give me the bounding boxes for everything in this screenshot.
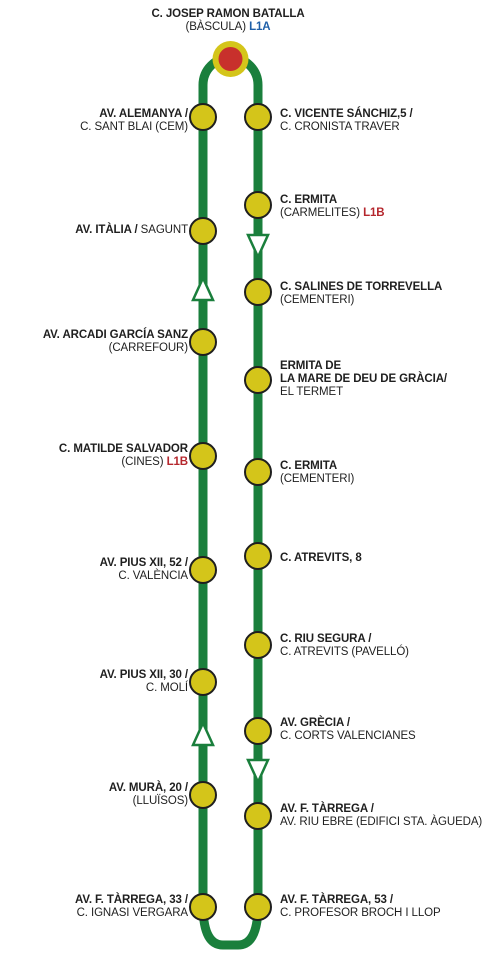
route-line <box>198 53 263 950</box>
left-stop-2-marker <box>189 217 217 245</box>
right-stop-label-7: C. RIU SEGURA / C. ATREVITS (PAVELLÓ) <box>280 633 409 659</box>
left-stop-4-name: C. MATILDE SALVADOR <box>58 443 188 455</box>
left-stop-8-name: AV. F. TÀRREGA, 33 / <box>74 894 188 906</box>
direction-arrow-down-icon <box>246 233 270 261</box>
right-stop-label-1: C. VICENTE SÁNCHIZ,5 / C. CRONISTA TRAVE… <box>280 108 413 134</box>
left-stop-8-sub: C. IGNASI VERGARA <box>76 907 189 919</box>
right-stop-7-marker <box>244 631 272 659</box>
right-stop-1-sub: C. CRONISTA TRAVER <box>280 121 400 133</box>
left-stop-label-5: AV. PIUS XII, 52 / C. VALÈNCIA <box>100 557 188 583</box>
direction-arrow-down-icon <box>246 758 270 786</box>
right-stop-5-marker <box>244 458 272 486</box>
right-stop-3-marker <box>244 278 272 306</box>
left-stop-5-marker <box>189 556 217 584</box>
right-stop-3-sub: (CEMENTERI) <box>280 294 355 306</box>
left-stop-5-name: AV. PIUS XII, 52 / <box>99 557 188 569</box>
terminal-name: C. JOSEP RAMON BATALLA <box>151 8 305 20</box>
left-stop-label-1: AV. ALEMANYA / C. SANT BLAI (CEM) <box>80 108 188 134</box>
right-stop-2-sub: (CARMELITES) <box>280 207 360 219</box>
right-stop-1-name: C. VICENTE SÁNCHIZ,5 / <box>280 108 413 120</box>
terminal-line-badge: L1A <box>249 21 271 33</box>
right-stop-10-name: AV. F. TÀRREGA, 53 / <box>280 894 394 906</box>
direction-arrow-up-icon <box>191 719 215 747</box>
left-stop-6-sub: C. MOLÍ <box>145 682 188 694</box>
left-stop-4-sub: (CINES) <box>121 456 164 468</box>
left-stop-2-name: AV. ITÀLIA / <box>75 224 138 236</box>
left-stop-5-sub: C. VALÈNCIA <box>118 570 188 582</box>
right-stop-8-name: AV. GRÈCIA / <box>280 717 350 729</box>
right-stop-2-line-badge: L1B <box>363 207 385 219</box>
right-stop-4-name: ERMITA DE <box>280 360 342 372</box>
left-stop-4-marker <box>189 442 217 470</box>
right-stop-6-name: C. ATREVITS, 8 <box>280 552 362 564</box>
right-stop-label-6: C. ATREVITS, 8 <box>280 552 362 565</box>
left-stop-7-name: AV. MURÀ, 20 / <box>108 782 188 794</box>
right-stop-6-marker <box>244 542 272 570</box>
left-stop-3-name: AV. ARCADI GARCÍA SANZ <box>42 329 188 341</box>
right-stop-label-10: AV. F. TÀRREGA, 53 / C. PROFESOR BROCH I… <box>280 894 441 920</box>
left-stop-label-4: C. MATILDE SALVADOR (CINES) L1B <box>59 443 188 469</box>
right-stop-label-8: AV. GRÈCIA / C. CORTS VALENCIANES <box>280 717 416 743</box>
terminal-marker <box>218 47 243 71</box>
right-stop-label-9: AV. F. TÀRREGA / AV. RIU EBRE (EDIFICI S… <box>280 803 482 829</box>
left-stop-8-marker <box>189 893 217 921</box>
left-stop-label-2: AV. ITÀLIA / SAGUNT <box>75 224 188 237</box>
left-stop-7-marker <box>189 781 217 809</box>
left-stop-2-sub: SAGUNT <box>140 224 188 236</box>
right-stop-5-name: C. ERMITA <box>280 460 338 472</box>
right-stop-label-3: C. SALINES DE TORREVELLA (CEMENTERI) <box>280 281 442 307</box>
right-stop-9-sub: AV. RIU EBRE (EDIFICI STA. ÀGUEDA) <box>280 816 483 828</box>
right-stop-4-name-2: LA MARE DE DEU DE GRÀCIA/ <box>280 373 448 385</box>
right-stop-10-sub: C. PROFESOR BROCH I LLOP <box>280 907 441 919</box>
left-stop-label-6: AV. PIUS XII, 30 / C. MOLÍ <box>100 669 188 695</box>
right-stop-4-sub: EL TERMET <box>280 386 344 398</box>
terminal-label: C. JOSEP RAMON BATALLA (BÀSCULA) L1A <box>128 8 328 34</box>
left-stop-label-7: AV. MURÀ, 20 / (LLUÏSOS) <box>109 782 188 808</box>
left-stop-6-marker <box>189 668 217 696</box>
right-stop-2-name: C. ERMITA <box>280 194 338 206</box>
right-stop-7-sub: C. ATREVITS (PAVELLÓ) <box>280 646 409 658</box>
right-stop-4-marker <box>244 366 272 394</box>
right-stop-label-4: ERMITA DE LA MARE DE DEU DE GRÀCIA/ EL T… <box>280 360 447 399</box>
left-stop-4-line-badge: L1B <box>166 456 189 468</box>
right-stop-8-marker <box>244 717 272 745</box>
left-stop-6-name: AV. PIUS XII, 30 / <box>99 669 188 681</box>
right-stop-2-marker <box>244 191 272 219</box>
right-stop-10-marker <box>244 893 272 921</box>
right-stop-9-name: AV. F. TÀRREGA / <box>280 803 374 815</box>
left-stop-1-sub: C. SANT BLAI (CEM) <box>80 121 188 133</box>
right-stop-8-sub: C. CORTS VALENCIANES <box>280 730 416 742</box>
left-stop-7-sub: (LLUÏSOS) <box>132 795 188 807</box>
left-stop-3-sub: (CARREFOUR) <box>108 342 189 354</box>
direction-arrow-up-icon <box>191 274 215 302</box>
left-stop-label-8: AV. F. TÀRREGA, 33 / C. IGNASI VERGARA <box>75 894 188 920</box>
right-stop-label-5: C. ERMITA (CEMENTERI) <box>280 460 354 486</box>
right-stop-label-2: C. ERMITA (CARMELITES) L1B <box>280 194 385 220</box>
left-stop-3-marker <box>189 328 217 356</box>
right-stop-7-name: C. RIU SEGURA / <box>280 633 372 645</box>
left-stop-1-name: AV. ALEMANYA / <box>99 108 188 120</box>
right-stop-9-marker <box>244 802 272 830</box>
left-stop-1-marker <box>189 103 217 131</box>
right-stop-5-sub: (CEMENTERI) <box>280 473 355 485</box>
terminal-sub: (BÀSCULA) <box>185 21 247 33</box>
left-stop-label-3: AV. ARCADI GARCÍA SANZ (CARREFOUR) <box>43 329 188 355</box>
right-stop-1-marker <box>244 103 272 131</box>
right-stop-3-name: C. SALINES DE TORREVELLA <box>280 281 443 293</box>
